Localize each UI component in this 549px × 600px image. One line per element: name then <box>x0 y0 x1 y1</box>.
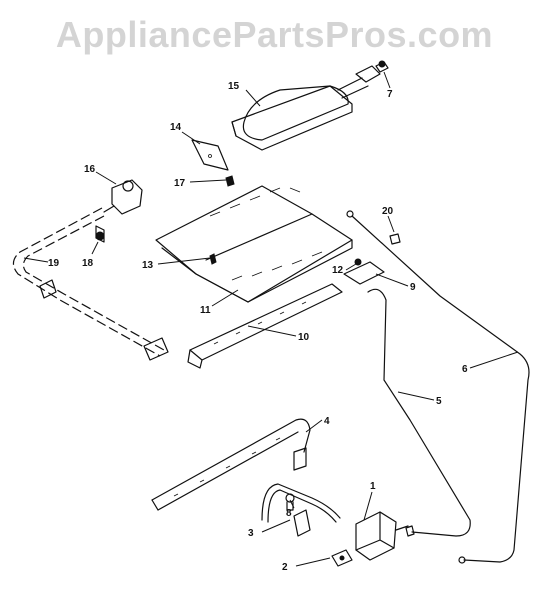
part-15-broil-burner[interactable] <box>231 65 381 151</box>
callout-19: 19 <box>48 258 60 269</box>
callout-8: 8 <box>286 508 292 519</box>
part-6-gas-tube[interactable] <box>346 210 530 564</box>
callout-13: 13 <box>142 260 154 271</box>
part-9-bracket[interactable] <box>343 261 385 285</box>
callout-4: 4 <box>324 416 330 427</box>
callout-1: 1 <box>370 481 376 492</box>
callout-6: 6 <box>462 364 468 375</box>
callout-16: 16 <box>84 164 96 175</box>
part-14-bracket[interactable] <box>191 139 229 171</box>
part-20-nut[interactable] <box>389 233 401 245</box>
part-11-baffle[interactable] <box>155 185 353 303</box>
callout-17: 17 <box>174 178 186 189</box>
callout-2: 2 <box>282 562 288 573</box>
callout-7: 7 <box>387 89 393 100</box>
part-4-burner-tube[interactable] <box>151 418 311 511</box>
callout-18: 18 <box>82 258 94 269</box>
part-2-connector[interactable] <box>331 549 353 567</box>
callout-3: 3 <box>248 528 254 539</box>
part-1-safety-valve[interactable] <box>355 511 409 561</box>
part-16-valve[interactable] <box>103 179 143 215</box>
part-18-fitting[interactable] <box>95 225 105 243</box>
part-7-orifice[interactable] <box>375 60 389 73</box>
callout-11: 11 <box>200 305 211 316</box>
leader-lines <box>23 71 519 567</box>
callout-labels: 1 2 3 4 5 6 7 8 9 10 11 12 13 14 15 16 1… <box>48 81 468 573</box>
part-19-manifold-pipe[interactable] <box>12 207 169 361</box>
part-3-pilot-tube[interactable] <box>261 483 341 537</box>
part-13-screw[interactable] <box>209 253 217 265</box>
part-5-gas-tube[interactable] <box>367 288 471 537</box>
part-12-screw[interactable] <box>354 258 362 266</box>
callout-10: 10 <box>298 332 310 343</box>
part-17-screw[interactable] <box>225 175 235 187</box>
part-10-bake-burner[interactable] <box>187 283 343 369</box>
callout-15: 15 <box>228 81 240 92</box>
callout-20: 20 <box>382 206 394 217</box>
callout-14: 14 <box>170 122 182 133</box>
callout-9: 9 <box>410 282 416 293</box>
callout-12: 12 <box>332 265 344 276</box>
callout-5: 5 <box>436 396 442 407</box>
